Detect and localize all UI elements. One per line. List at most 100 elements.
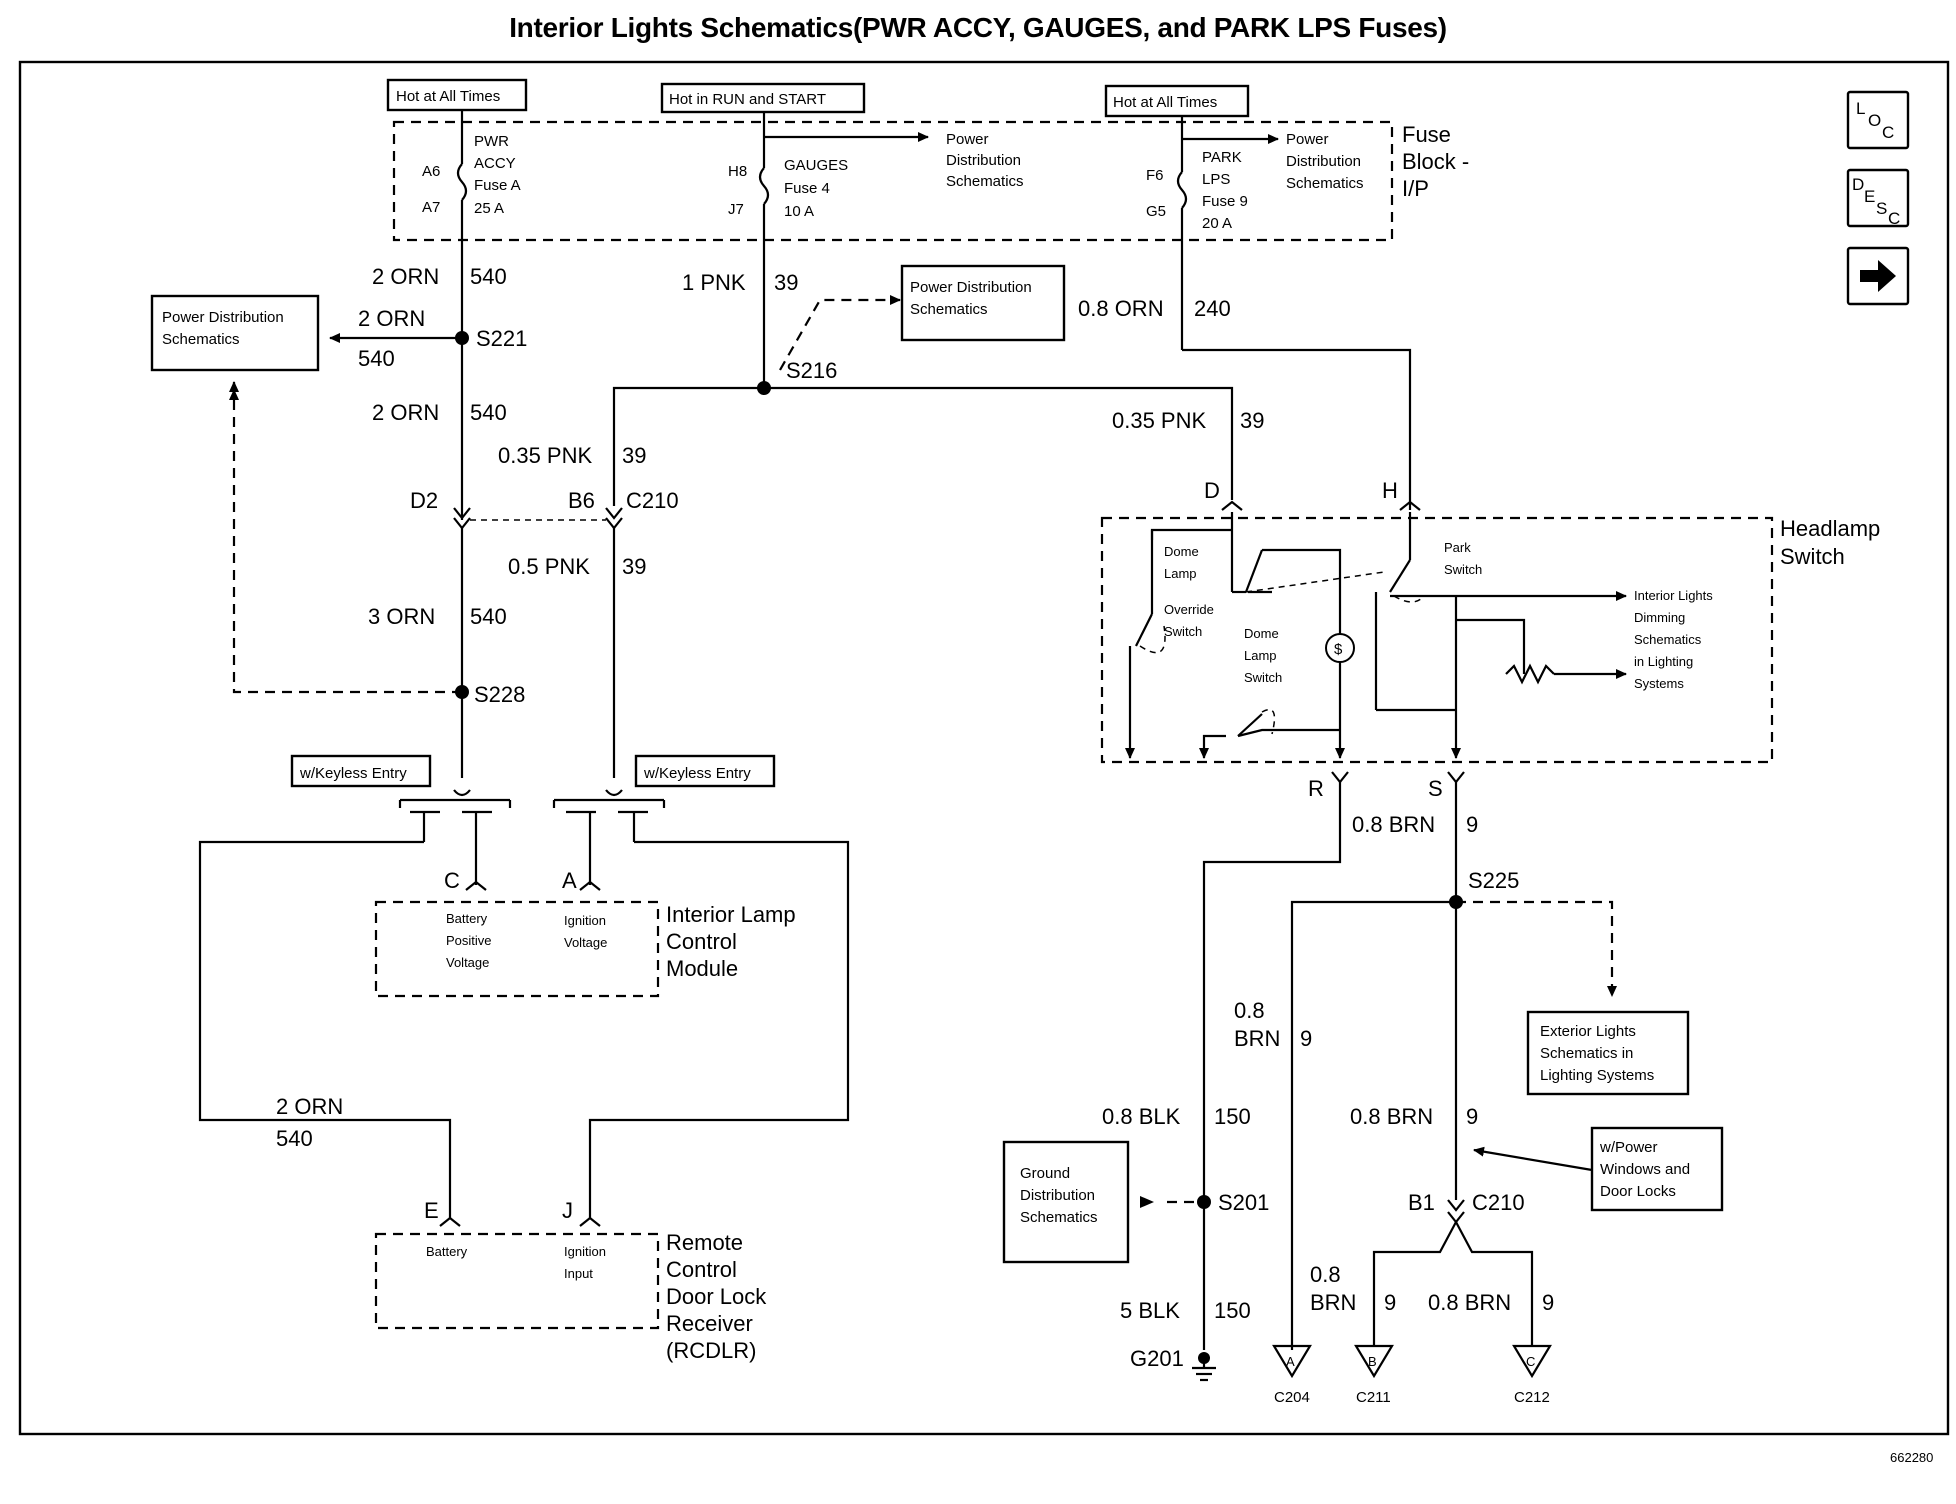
svg-text:2 ORN: 2 ORN <box>372 400 439 425</box>
svg-text:S225: S225 <box>1468 868 1519 893</box>
svg-text:Power Distribution: Power Distribution <box>910 279 1032 296</box>
svg-text:LPS: LPS <box>1202 171 1230 188</box>
svg-text:D: D <box>1204 478 1220 503</box>
svg-text:20 A: 20 A <box>1202 215 1232 232</box>
exterior-lights-ref[interactable]: Exterior Lights Schematics in Lighting S… <box>1526 1010 1690 1096</box>
svg-text:G201: G201 <box>1130 1346 1184 1371</box>
svg-text:C211: C211 <box>1356 1389 1391 1406</box>
svg-text:Windows and: Windows and <box>1600 1161 1690 1178</box>
svg-text:Voltage: Voltage <box>564 935 607 950</box>
svg-text:L: L <box>1856 99 1865 118</box>
svg-text:0.8: 0.8 <box>1310 1262 1341 1287</box>
svg-text:E: E <box>1864 187 1875 206</box>
svg-text:540: 540 <box>470 264 507 289</box>
svg-text:0.8 BRN: 0.8 BRN <box>1428 1290 1511 1315</box>
svg-text:10 A: 10 A <box>784 203 814 220</box>
svg-text:39: 39 <box>1240 408 1264 433</box>
svg-text:Power: Power <box>946 131 989 148</box>
svg-text:Park: Park <box>1444 540 1471 555</box>
c210-bottom-connector: B1 C210 0.8 BRN 9 0.8 BRN 9 <box>1310 1190 1554 1346</box>
svg-text:C212: C212 <box>1514 1389 1550 1406</box>
svg-text:w/Keyless Entry: w/Keyless Entry <box>299 765 407 782</box>
svg-text:9: 9 <box>1384 1290 1396 1315</box>
svg-text:0.8 BRN: 0.8 BRN <box>1350 1104 1433 1129</box>
svg-text:I/P: I/P <box>1402 176 1429 201</box>
svg-text:S: S <box>1876 199 1887 218</box>
svg-text:Dimming: Dimming <box>1634 610 1685 625</box>
svg-text:Battery: Battery <box>426 1244 468 1259</box>
svg-text:2 ORN: 2 ORN <box>358 306 425 331</box>
svg-text:H: H <box>1382 478 1398 503</box>
svg-text:Override: Override <box>1164 602 1214 617</box>
svg-text:Dome: Dome <box>1244 626 1279 641</box>
circuit-39: 1 PNK 39 S216 0.35 PNK 39 B6 C210 0.5 PN… <box>470 270 1264 778</box>
svg-text:Fuse 9: Fuse 9 <box>1202 193 1248 210</box>
svg-text:Battery: Battery <box>446 911 488 926</box>
svg-text:Ground: Ground <box>1020 1165 1070 1182</box>
svg-text:0.35 PNK: 0.35 PNK <box>1112 408 1206 433</box>
fuse-block-label: Fuse Block - I/P <box>1402 122 1469 201</box>
svg-text:25 A: 25 A <box>474 200 504 217</box>
fuse-park-lps: PARK LPS Fuse 9 20 A F6 G5 Power Distrib… <box>1146 116 1412 510</box>
svg-text:Power: Power <box>1286 131 1329 148</box>
svg-text:(RCDLR): (RCDLR) <box>666 1338 756 1363</box>
svg-text:C: C <box>1526 1354 1535 1369</box>
svg-text:A6: A6 <box>422 163 440 180</box>
svg-text:D: D <box>1852 175 1864 194</box>
svg-text:39: 39 <box>622 554 646 579</box>
svg-text:3 ORN: 3 ORN <box>368 604 435 629</box>
svg-text:0.5 PNK: 0.5 PNK <box>508 554 590 579</box>
ground-distribution-ref[interactable]: Ground Distribution Schematics <box>1002 1140 1130 1264</box>
svg-text:Schematics: Schematics <box>1634 632 1702 647</box>
svg-text:J7: J7 <box>728 201 744 218</box>
fuse-block-outline <box>392 120 1394 242</box>
svg-text:5 BLK: 5 BLK <box>1120 1298 1180 1323</box>
keyless-entry-left: w/Keyless Entry <box>198 754 512 1218</box>
svg-text:B: B <box>1368 1354 1377 1369</box>
svg-text:$: $ <box>1334 641 1343 658</box>
fuse-gauges: GAUGES Fuse 4 10 A H8 J7 Power Distribut… <box>728 112 1024 388</box>
svg-text:Switch: Switch <box>1244 670 1282 685</box>
svg-text:Lamp: Lamp <box>1244 648 1277 663</box>
remote-control-door-lock-receiver: E J Battery Ignition Input Remote Contro… <box>374 1198 767 1363</box>
svg-text:Input: Input <box>564 1266 593 1281</box>
desc-button[interactable]: D E S C <box>1846 168 1910 228</box>
svg-text:Systems: Systems <box>1634 676 1684 691</box>
power-windows-ref: w/Power Windows and Door Locks <box>1473 1126 1724 1212</box>
svg-text:Lighting Systems: Lighting Systems <box>1540 1067 1654 1084</box>
power-distribution-ref-middle[interactable]: Power Distribution Schematics <box>900 264 1066 342</box>
interior-lamp-control-module: C A Battery Positive Voltage Ignition Vo… <box>374 868 796 998</box>
svg-text:Switch: Switch <box>1164 624 1202 639</box>
svg-text:E: E <box>424 1198 439 1223</box>
svg-text:Interior Lamp: Interior Lamp <box>666 902 796 927</box>
svg-text:540: 540 <box>276 1126 313 1151</box>
power-distribution-ref-left[interactable]: Power Distribution Schematics <box>150 294 320 372</box>
svg-text:150: 150 <box>1214 1104 1251 1129</box>
svg-text:9: 9 <box>1542 1290 1554 1315</box>
svg-text:Ignition: Ignition <box>564 1244 606 1259</box>
ground-circuit: S201 5 BLK 150 G201 <box>1120 1190 1269 1382</box>
svg-text:R: R <box>1308 776 1324 801</box>
hot-in-run-start-label: Hot in RUN and START <box>660 82 866 114</box>
svg-text:Positive: Positive <box>446 933 492 948</box>
svg-text:w/Power: w/Power <box>1599 1139 1658 1156</box>
svg-text:BRN: BRN <box>1310 1290 1356 1315</box>
svg-text:C210: C210 <box>1472 1190 1525 1215</box>
svg-text:Switch: Switch <box>1444 562 1482 577</box>
svg-text:540: 540 <box>470 400 507 425</box>
svg-text:C: C <box>1882 123 1894 142</box>
svg-text:Voltage: Voltage <box>446 955 489 970</box>
svg-text:0.8: 0.8 <box>1234 998 1265 1023</box>
svg-text:G5: G5 <box>1146 203 1166 220</box>
svg-text:Remote: Remote <box>666 1230 743 1255</box>
svg-text:C204: C204 <box>1274 1389 1310 1406</box>
svg-text:C210: C210 <box>626 488 679 513</box>
loc-button[interactable]: L O C <box>1846 90 1910 150</box>
svg-text:Switch: Switch <box>1780 544 1845 569</box>
next-button[interactable] <box>1846 246 1910 306</box>
svg-text:A7: A7 <box>422 199 440 216</box>
svg-text:S228: S228 <box>474 682 525 707</box>
hot-at-all-times-label-right: Hot at All Times <box>1104 84 1250 118</box>
svg-text:Exterior Lights: Exterior Lights <box>1540 1023 1636 1040</box>
